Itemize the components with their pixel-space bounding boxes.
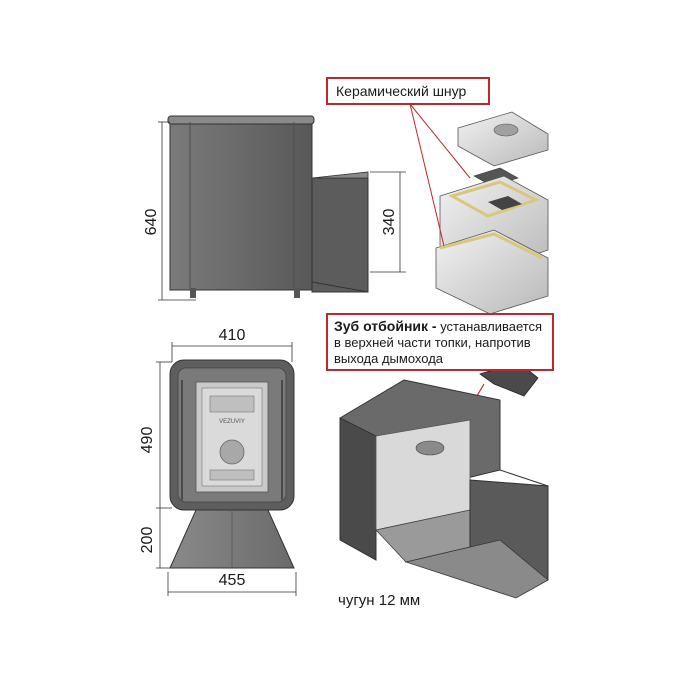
dim-200: 200 xyxy=(139,527,156,554)
exploded-view xyxy=(409,103,549,315)
dim-340: 340 xyxy=(381,209,398,236)
side-leg-left xyxy=(190,288,196,298)
dim-490: 490 xyxy=(139,427,156,454)
cutaway-left-wall xyxy=(339,417,377,561)
ceramic-cord-lower xyxy=(439,232,543,260)
material-note: чугун 12 мм xyxy=(338,592,421,609)
ceramic-cord-upper xyxy=(448,180,540,218)
callout-ceramic-cord: Керамический шнур xyxy=(326,77,490,105)
leader-line-1 xyxy=(409,103,471,179)
callout-tooth-title: Зуб отбойник - xyxy=(334,318,437,334)
callout-tooth-line3: выхода дымохода xyxy=(334,351,444,366)
lid-part xyxy=(457,111,549,167)
front-view: VEZUVIY 410 490 200 455 xyxy=(139,327,297,596)
lower-block xyxy=(435,229,549,315)
dim-410: 410 xyxy=(219,327,246,344)
side-view: 640 340 xyxy=(143,115,406,301)
callout-ceramic-cord-text: Керамический шнур xyxy=(336,83,467,99)
cutaway-view xyxy=(339,361,549,599)
callout-tooth-line1: устанавливается xyxy=(436,319,543,334)
door-window xyxy=(219,439,245,465)
side-body xyxy=(169,119,313,291)
callout-tooth-line2: в верхней части топки, напротив xyxy=(334,335,531,350)
dim-640: 640 xyxy=(143,209,160,236)
side-leg-right xyxy=(294,288,300,298)
leader-line-2 xyxy=(409,103,445,247)
callout-tooth: Зуб отбойник - устанавливается в верхней… xyxy=(326,313,554,371)
brand-plate: VEZUVIY xyxy=(219,419,245,425)
side-top-rim xyxy=(167,115,315,125)
dim-455: 455 xyxy=(219,572,246,589)
side-tunnel xyxy=(311,177,369,293)
